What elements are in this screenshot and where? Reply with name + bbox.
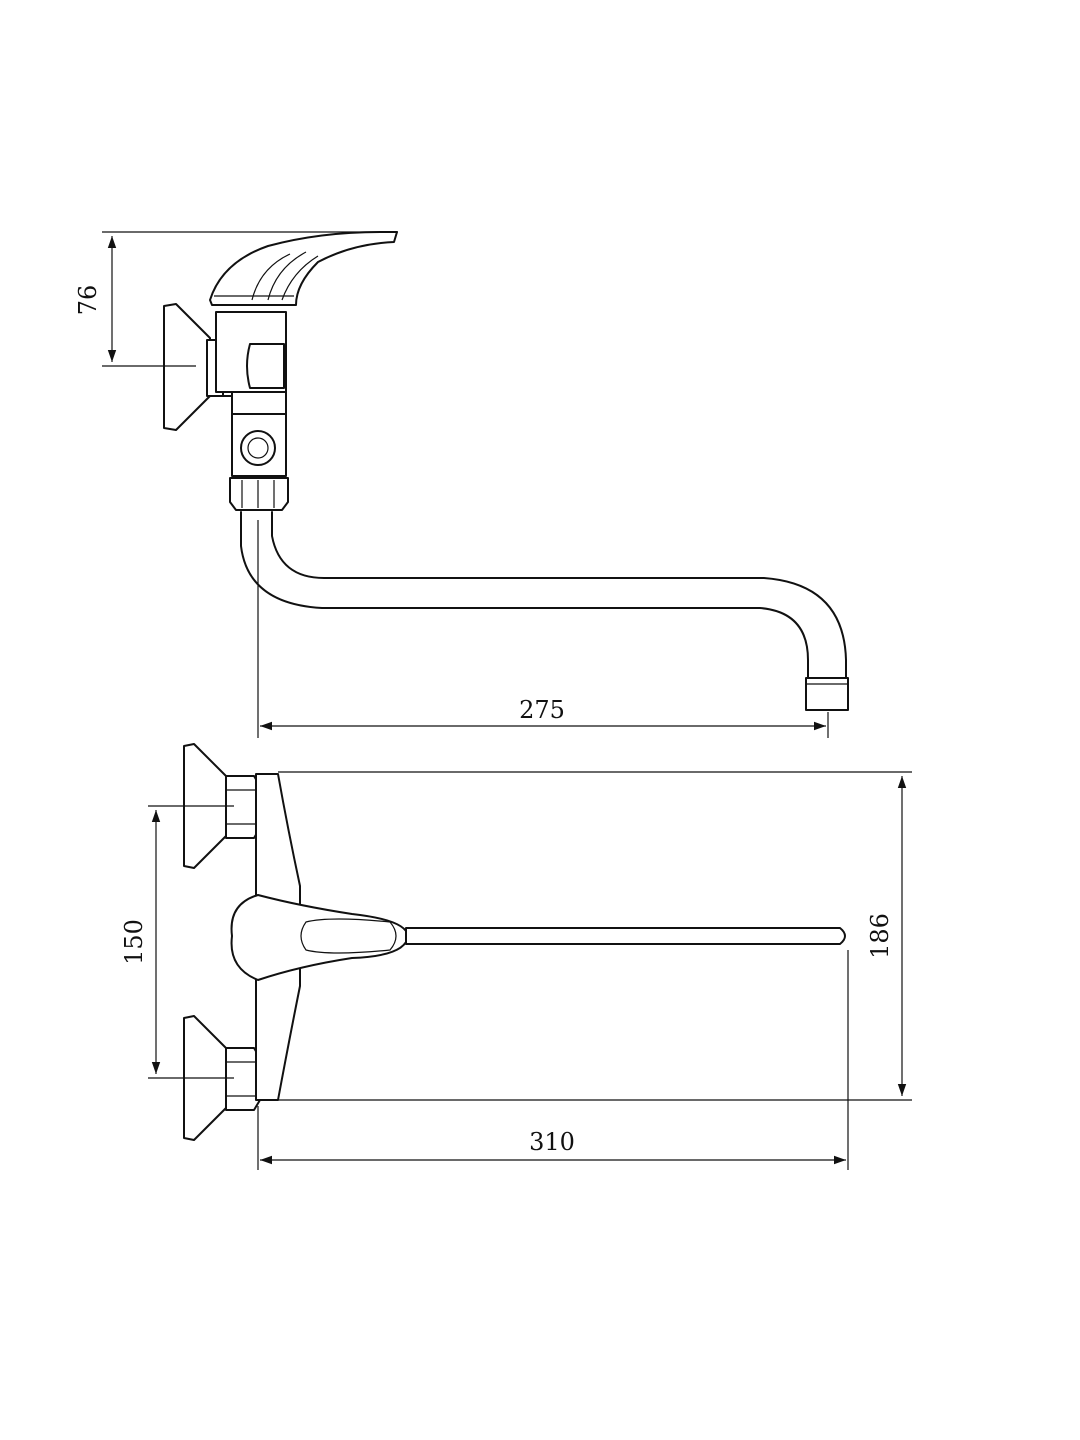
swivel-nut [229,477,289,511]
valve-body [215,311,287,393]
wall-flange [163,303,211,431]
front-view: 186 150 310 [120,743,912,1170]
dim-total-height: 186 [866,913,894,959]
dim-inlet-spacing: 150 [120,919,148,965]
front-lever-handle [230,894,409,981]
aerator [805,677,849,711]
side-view: 76 275 [74,231,849,738]
lower-body [231,391,287,415]
diverter-knob [240,430,276,466]
front-spout [405,927,846,945]
top-hex-nut [225,775,261,839]
dim-spout-reach-front: 310 [529,1128,575,1156]
dim-handle-height: 76 [74,285,102,316]
dim-spout-reach-side: 275 [519,696,565,724]
lever-handle [209,231,398,306]
spout [240,511,809,681]
bottom-hex-nut [225,1047,261,1111]
